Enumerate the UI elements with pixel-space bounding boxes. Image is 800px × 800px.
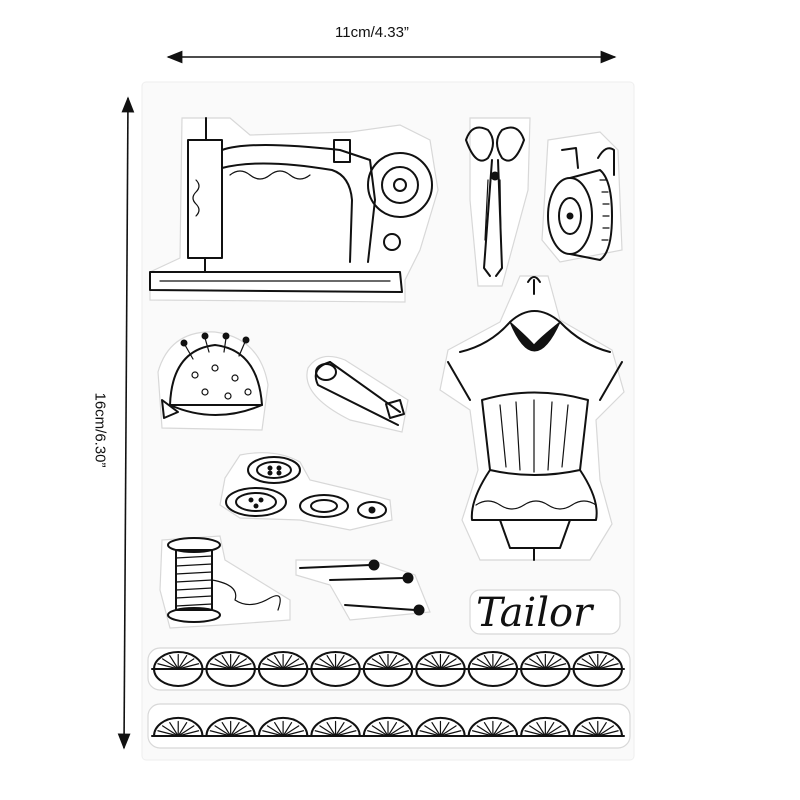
sewing-machine-icon [149,117,439,303]
tailor-word-stamp: Tailor [469,589,621,636]
thread-spool-icon [159,535,291,629]
height-arrow [117,96,135,750]
tape-measure-icon [541,131,623,263]
lace-border-icon [147,703,631,749]
pins-icon [295,559,431,621]
buttons-icon [219,452,393,531]
scissors-icon [465,117,531,287]
dress-form-icon [439,275,625,561]
pincushion-icon [157,331,269,431]
width-dimension-label: 11cm/4.33” [335,24,409,41]
safety-pin-icon [306,355,409,433]
lace-border-icon [147,647,631,691]
tailor-word: Tailor [476,590,595,636]
